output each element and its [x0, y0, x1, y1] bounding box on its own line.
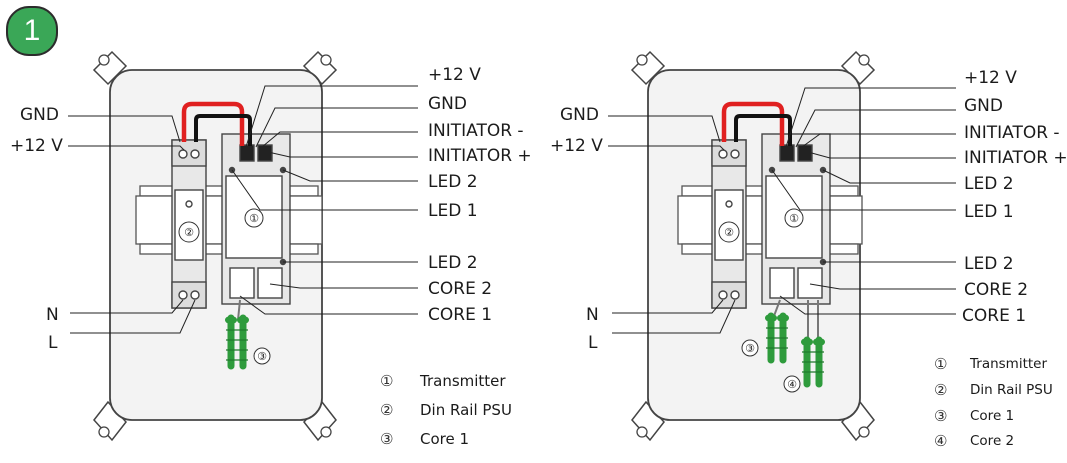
right-label-l: L: [588, 333, 598, 353]
right-marker-transmitter: ①: [784, 208, 804, 228]
left-label-core1: CORE 1: [428, 305, 492, 325]
right-marker-core2: ④: [783, 375, 801, 393]
right-enclosure-tabs: [630, 50, 876, 442]
svg-text:Core 2: Core 2: [970, 433, 1014, 449]
left-negative-wire: [194, 114, 252, 146]
svg-text:Transmitter: Transmitter: [419, 372, 506, 390]
right-label-psu-gnd: GND: [560, 105, 599, 125]
svg-text:①: ①: [249, 212, 259, 225]
right-legend-item-core2: ④ Core 2: [934, 432, 1014, 450]
right-label-plus12: +12 V: [964, 68, 1017, 88]
left-leader-lines: [68, 85, 418, 334]
right-legend-item-psu: ② Din Rail PSU: [934, 381, 1053, 399]
right-label-core1: CORE 1: [962, 306, 1026, 326]
left-legend-item-transmitter: ① Transmitter: [380, 372, 506, 390]
step-number-badge: 1: [6, 6, 58, 56]
right-label-n: N: [586, 305, 599, 325]
svg-text:Din Rail PSU: Din Rail PSU: [970, 382, 1053, 398]
svg-text:③: ③: [934, 407, 947, 425]
left-marker-core1: ③: [253, 347, 271, 365]
svg-text:③: ③: [380, 430, 393, 448]
right-marker-core1: ③: [741, 339, 759, 357]
left-label-psu-gnd: GND: [20, 105, 59, 125]
left-label-psu-plus12: +12 V: [10, 136, 63, 156]
right-legend-item-transmitter: ① Transmitter: [934, 355, 1047, 373]
svg-text:②: ②: [184, 226, 194, 239]
left-label-core2: CORE 2: [428, 279, 492, 299]
svg-text:④: ④: [787, 378, 797, 391]
left-label-led2-top: LED 2: [428, 172, 478, 192]
right-diagram: ① ② ③ ④ +12 V GND INITIATOR - INITIATOR …: [550, 50, 1067, 450]
left-enclosure-tabs: [92, 50, 338, 442]
svg-text:②: ②: [934, 381, 947, 399]
right-legend: ① Transmitter ② Din Rail PSU ③ Core 1 ④ …: [934, 355, 1053, 450]
right-din-rail-psu: [711, 139, 747, 309]
left-label-plus12: +12 V: [428, 65, 481, 85]
left-label-l: L: [48, 333, 58, 353]
left-positive-wire: [181, 101, 245, 146]
right-legend-item-core1: ③ Core 1: [934, 407, 1014, 425]
left-label-led2-bottom: LED 2: [428, 253, 478, 273]
svg-text:①: ①: [380, 372, 393, 390]
right-label-gnd: GND: [964, 96, 1003, 116]
right-label-initiator-minus: INITIATOR -: [964, 123, 1060, 143]
right-marker-psu: ②: [718, 221, 740, 243]
left-marker-transmitter: ①: [244, 208, 264, 228]
left-diagram: ① ② ③ +12 V GND INITIATOR - INITIATOR + …: [10, 50, 532, 448]
right-label-led2-top: LED 2: [964, 174, 1014, 194]
left-label-initiator-plus: INITIATOR +: [428, 146, 532, 166]
svg-text:④: ④: [934, 432, 947, 450]
svg-text:③: ③: [745, 342, 755, 355]
svg-text:③: ③: [257, 350, 267, 363]
svg-text:Core 1: Core 1: [420, 430, 469, 448]
svg-text:Core 1: Core 1: [970, 408, 1014, 424]
right-core1-sensor: [765, 299, 789, 364]
left-transmitter: [221, 133, 291, 305]
right-core2-sensor: [801, 300, 825, 388]
left-legend-item-psu: ② Din Rail PSU: [380, 401, 512, 419]
right-negative-wire: [734, 114, 792, 146]
right-leader-lines: [608, 87, 956, 334]
right-label-psu-plus12: +12 V: [550, 136, 603, 156]
left-label-n: N: [46, 305, 59, 325]
right-label-initiator-plus: INITIATOR +: [964, 148, 1067, 168]
svg-text:①: ①: [934, 355, 947, 373]
right-label-core2: CORE 2: [964, 280, 1028, 300]
left-label-initiator-minus: INITIATOR -: [428, 121, 524, 141]
svg-text:①: ①: [789, 212, 799, 225]
svg-text:Transmitter: Transmitter: [969, 356, 1047, 372]
left-label-gnd: GND: [428, 94, 467, 114]
left-legend-item-core1: ③ Core 1: [380, 430, 469, 448]
right-positive-wire: [721, 101, 785, 146]
svg-text:②: ②: [380, 401, 393, 419]
left-marker-psu: ②: [178, 221, 200, 243]
left-label-led1: LED 1: [428, 201, 478, 221]
left-legend: ① Transmitter ② Din Rail PSU ③ Core 1: [380, 372, 512, 448]
right-label-led2-bottom: LED 2: [964, 254, 1014, 274]
svg-text:②: ②: [724, 226, 734, 239]
right-label-led1: LED 1: [964, 202, 1014, 222]
left-core1-sensor: [225, 299, 249, 370]
right-transmitter: [761, 133, 831, 305]
svg-text:Din Rail PSU: Din Rail PSU: [420, 401, 512, 419]
